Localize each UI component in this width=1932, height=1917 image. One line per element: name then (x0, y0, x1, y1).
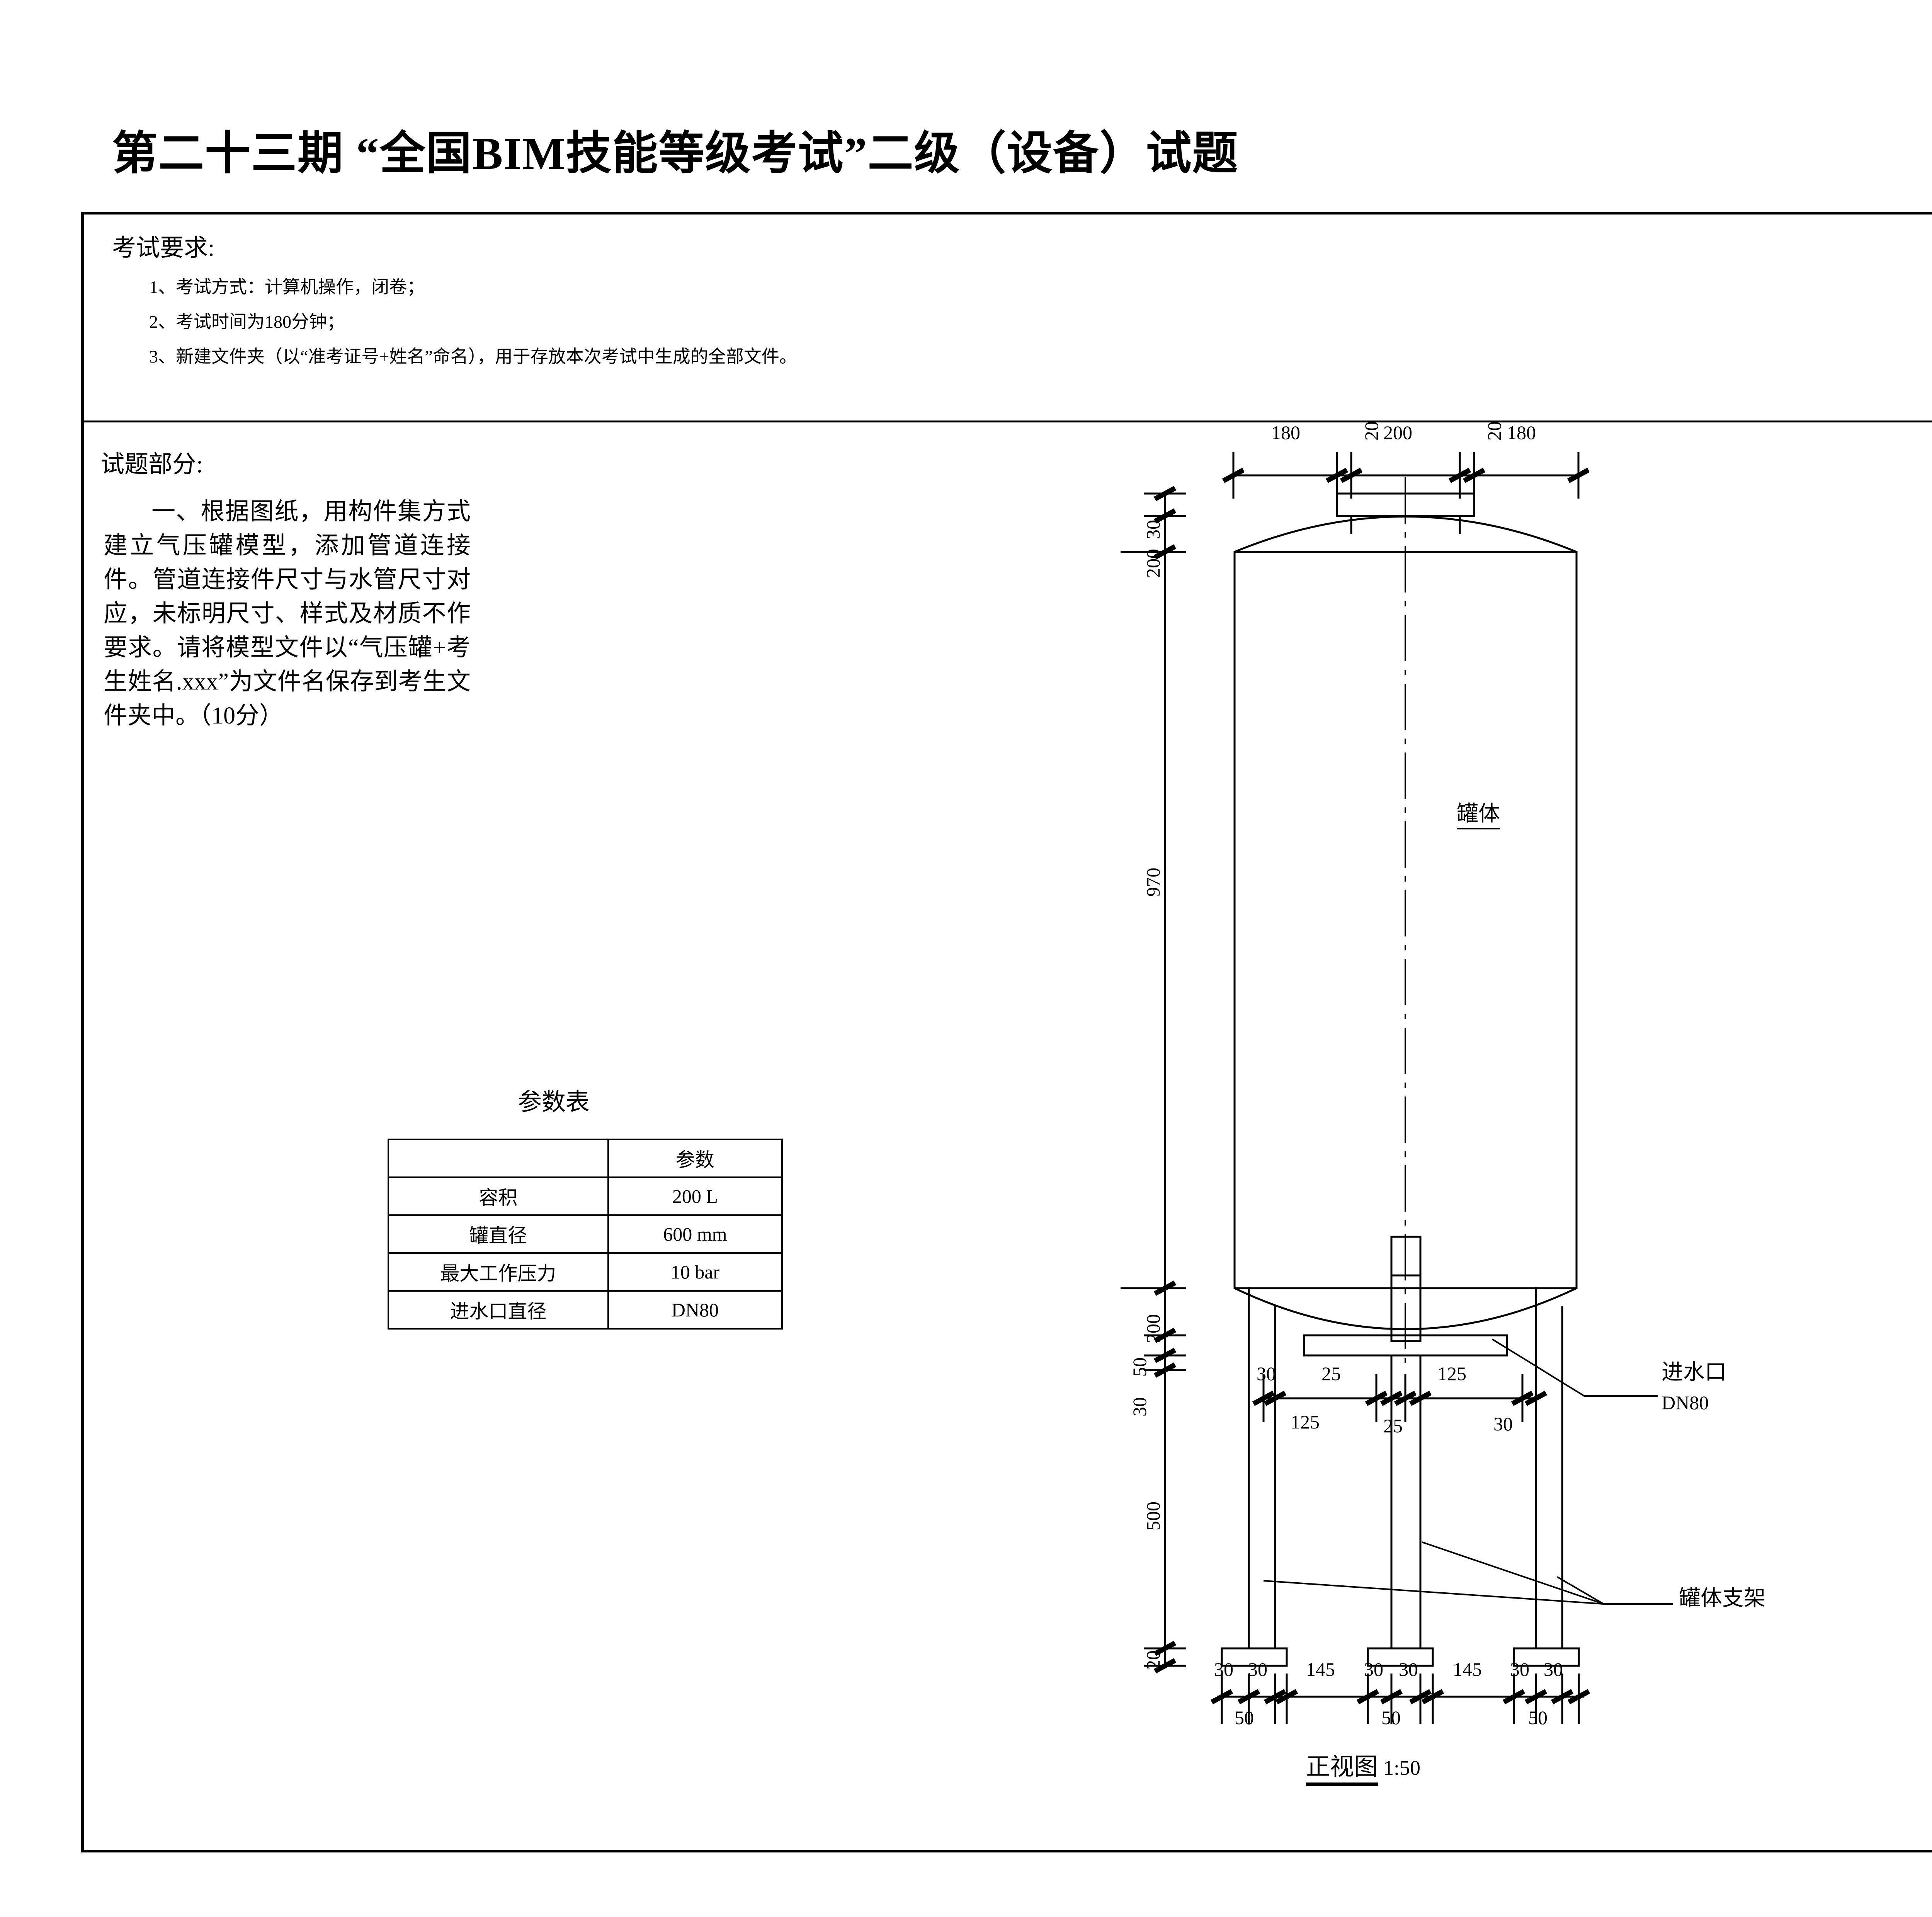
parameter-table: 参数 容积 200 L 罐直径 600 mm 最大工作压力 10 bar 进水口… (388, 1139, 783, 1330)
front-bracket-label: 罐体支架 (1679, 1587, 1765, 1611)
requirement-item-3: 3、新建文件夹（以“准考证号+姓名”命名），用于存放本次考试中生成的全部文件。 (149, 347, 797, 366)
question-body: 一、根据图纸，用构件集方式建立气压罐模型，添加管道连接件。管道连接件尺寸与水管尺… (104, 499, 471, 729)
tank-body-label: 罐体 (1457, 796, 1500, 829)
requirements-heading: 考试要求: (112, 235, 215, 261)
front-vdim-970: 970 (1142, 868, 1164, 897)
table-row: 最大工作压力 10 bar (388, 1252, 783, 1292)
front-vdim-20: 20 (1142, 1650, 1164, 1670)
front-top-dim-180-right: 180 (1507, 422, 1536, 443)
table-row: 进水口直径 DN80 (388, 1290, 783, 1330)
front-vdim-200b: 200 (1142, 1314, 1164, 1343)
front-vdim-500: 500 (1142, 1502, 1164, 1531)
param-name-diameter: 罐直径 (388, 1214, 609, 1254)
table-header-blank (388, 1139, 609, 1178)
section-divider (81, 421, 1932, 422)
front-top-dim-20-right: 20 (1483, 421, 1505, 441)
param-value-inlet-diameter: DN80 (607, 1290, 783, 1330)
front-bottom-dim-6: 145 (1453, 1658, 1482, 1680)
parameter-table-title: 参数表 (518, 1089, 590, 1115)
front-bottom-dim-8: 30 (1544, 1658, 1563, 1680)
front-bottom-dim-5: 30 (1399, 1658, 1418, 1680)
front-inlet-dim-30-left: 30 (1257, 1363, 1276, 1384)
front-view-title-text: 正视图 (1306, 1754, 1378, 1786)
question-heading: 试题部分: (100, 451, 203, 478)
front-top-dim-180-left: 180 (1271, 422, 1300, 443)
front-top-dim-20-left: 20 (1361, 421, 1382, 441)
page-title: 第二十三期 “全国BIM技能等级考试”二级（设备）试题 (112, 128, 1239, 179)
sheet-border (81, 212, 1932, 1852)
param-value-diameter: 600 mm (607, 1214, 783, 1254)
inlet-size-label: DN80 (1662, 1392, 1709, 1413)
param-name-inlet-diameter: 进水口直径 (388, 1290, 609, 1330)
front-bottom-dim-3: 145 (1306, 1658, 1335, 1680)
front-bottom-dim-4: 30 (1364, 1658, 1383, 1680)
front-view-scale: 1:50 (1383, 1756, 1421, 1779)
requirement-item-1: 1、考试方式：计算机操作，闭卷； (149, 277, 425, 297)
front-inlet-dim-25-above: 25 (1321, 1363, 1341, 1384)
exam-requirements: 考试要求: 1、考试方式：计算机操作，闭卷； 2、考试时间为180分钟； 3、新… (112, 228, 1271, 368)
requirement-item-2: 2、考试时间为180分钟； (149, 312, 345, 332)
front-inlet-dim-125-above: 125 (1437, 1363, 1466, 1384)
param-name-max-pressure: 最大工作压力 (388, 1252, 609, 1292)
front-bottom-subdim-2: 50 (1381, 1707, 1401, 1728)
param-value-max-pressure: 10 bar (607, 1252, 783, 1292)
inlet-label: 进水口 (1662, 1360, 1726, 1384)
table-row: 罐直径 600 mm (388, 1214, 783, 1254)
front-vdim-30b: 30 (1129, 1397, 1150, 1416)
table-row: 容积 200 L (388, 1176, 783, 1216)
front-inlet-dim-125-below: 125 (1291, 1411, 1320, 1433)
front-bottom-dim-1: 30 (1214, 1658, 1233, 1680)
front-top-dim-200-mid: 200 (1383, 422, 1412, 443)
front-bottom-subdim-3: 50 (1528, 1707, 1548, 1728)
front-bottom-subdim-1: 50 (1235, 1707, 1254, 1728)
front-vdim-50: 50 (1129, 1357, 1150, 1377)
front-bottom-dim-7: 30 (1510, 1658, 1529, 1680)
front-vdim-30: 30 (1142, 520, 1164, 539)
front-inlet-dim-25-below: 25 (1383, 1415, 1403, 1437)
table-header-param: 参数 (607, 1139, 783, 1178)
param-name-volume: 容积 (388, 1176, 609, 1216)
front-bottom-dim-2: 30 (1248, 1658, 1267, 1680)
front-inlet-dim-30-right: 30 (1493, 1413, 1513, 1435)
table-row: 参数 (388, 1139, 783, 1178)
front-vdim-200: 200 (1142, 549, 1164, 578)
param-value-volume: 200 L (607, 1176, 783, 1216)
